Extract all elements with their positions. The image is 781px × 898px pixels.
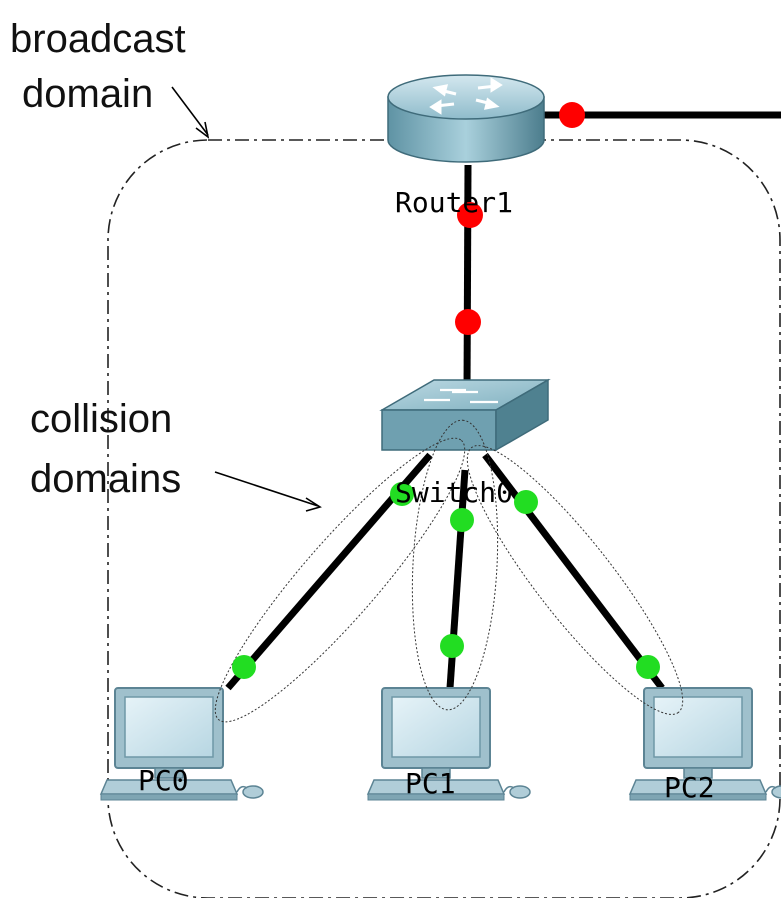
port-switch-pc2 <box>514 490 538 514</box>
collision-domain-pc2 <box>466 445 684 715</box>
pc1-label: PC1 <box>405 767 456 800</box>
collision-domains-label-line2: domains <box>30 457 181 501</box>
port-pc1 <box>440 634 464 658</box>
switch-label: Switch0 <box>395 476 513 509</box>
collision-domains-label-line1: collision <box>30 397 172 441</box>
annotation-pointers <box>171 86 322 512</box>
collision-pointer-arrowhead <box>305 497 322 512</box>
collision-domain-outlines <box>214 419 684 723</box>
link-switch-pc2 <box>482 452 665 691</box>
router-label: Router1 <box>395 186 513 219</box>
pc0-label: PC0 <box>138 764 189 797</box>
port-switch-pc1 <box>450 508 474 532</box>
switch-icon[interactable] <box>379 378 551 452</box>
broadcast-domain-label-line2: domain <box>22 72 153 116</box>
port-switch-pc0 <box>390 482 414 506</box>
broadcast-pointer-arrowhead <box>195 121 210 139</box>
port-pc2 <box>636 655 660 679</box>
pc2-label: PC2 <box>664 771 715 804</box>
broadcast-pointer-line <box>171 86 209 136</box>
port-router-wan <box>559 102 585 128</box>
router-icon[interactable] <box>387 74 545 163</box>
collision-domain-pc0 <box>214 437 466 723</box>
collision-pointer-line <box>214 471 319 507</box>
port-router-lan <box>457 202 483 228</box>
broadcast-domain-label-line1: broadcast <box>10 17 186 61</box>
ports <box>232 102 660 679</box>
port-pc0 <box>232 655 256 679</box>
collision-domain-pc1 <box>411 419 499 711</box>
port-switch-uplink <box>455 309 481 335</box>
